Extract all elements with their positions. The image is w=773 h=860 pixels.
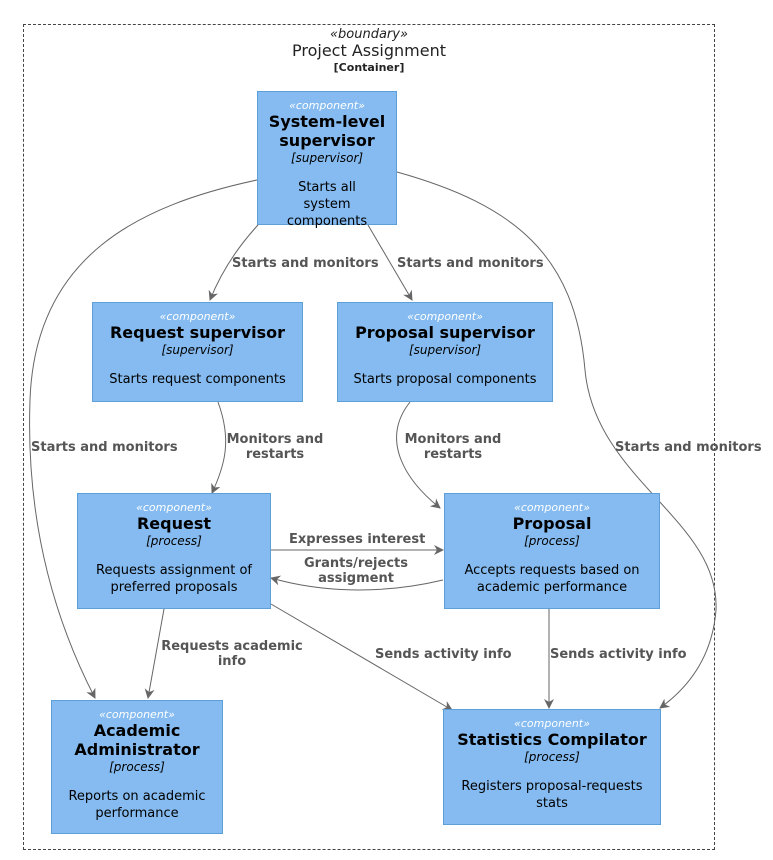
component-type: [process]: [524, 534, 580, 548]
edge-sys-to-stats: [396, 171, 717, 709]
component-name: Proposal: [512, 514, 592, 533]
label-request-to-stats: Sends activity info: [375, 647, 512, 662]
label-request-to-admin: Requests academic info: [161, 639, 303, 669]
component-description: Registers proposal-requests stats: [461, 779, 643, 811]
label-sys-to-stats: Starts and monitors: [615, 440, 762, 455]
component-name: Request: [136, 514, 212, 533]
component-name: Statistics Compilator: [457, 730, 647, 749]
edge-request-to-stats: [270, 603, 453, 711]
edge-sys-to-propsup: [367, 224, 413, 301]
edge-sys-to-admin: [29, 179, 258, 699]
label-request-to-proposal: Expresses interest: [289, 532, 426, 547]
edge-propsup-to-proposal: [396, 401, 441, 509]
label-proposal-to-request: Grants/rejects assigment: [304, 556, 408, 586]
component-description: Starts all system components: [286, 180, 368, 229]
boundary-title: Project Assignment: [291, 41, 447, 60]
component-system-level-supervisor: «component» System-level supervisor [sup…: [257, 91, 397, 229]
component-description: Starts proposal components: [353, 372, 537, 387]
component-type: [supervisor]: [408, 343, 482, 357]
component-description: Accepts requests based on academic perfo…: [464, 563, 640, 595]
component-type: [supervisor]: [161, 343, 234, 357]
label-sys-to-propsup: Starts and monitors: [397, 256, 544, 271]
component-name: System-level supervisor: [268, 112, 386, 150]
component-type: [process]: [109, 760, 165, 774]
component-stereotype: «component»: [514, 717, 590, 730]
label-proposal-to-stats: Sends activity info: [550, 647, 687, 662]
edge-proposal-to-request: [270, 575, 444, 591]
label-sys-to-admin: Starts and monitors: [31, 440, 178, 455]
component-name: Request supervisor: [109, 323, 286, 342]
boundary-type: [Container]: [333, 61, 405, 74]
edge-request-to-admin: [144, 608, 165, 699]
label-propsup-to-proposal: Monitors and restarts: [404, 432, 502, 462]
component-name: Academic Administrator: [74, 721, 200, 759]
component-type: [process]: [146, 534, 202, 548]
boundary-stereotype: «boundary»: [330, 27, 408, 42]
component-description: Reports on academic performance: [68, 789, 206, 821]
component-stereotype: «component»: [289, 99, 365, 112]
label-reqsup-to-request: Monitors and restarts: [226, 432, 324, 462]
component-stereotype: «component»: [159, 310, 236, 323]
component-request-supervisor: «component» Request supervisor [supervis…: [92, 302, 303, 402]
label-sys-to-reqsup: Starts and monitors: [232, 256, 379, 271]
component-stereotype: «component»: [136, 501, 212, 514]
component-proposal: «component» Proposal [process] Accepts r…: [444, 493, 660, 609]
component-description: Starts request components: [109, 372, 286, 387]
component-stereotype: «component»: [514, 501, 590, 514]
component-request: «component» Request [process] Requests a…: [77, 493, 271, 609]
component-type: [process]: [524, 750, 580, 764]
component-statistics-compilator: «component» Statistics Compilator [proce…: [443, 709, 661, 825]
component-stereotype: «component»: [99, 708, 175, 721]
edge-sys-to-reqsup: [208, 224, 259, 301]
component-academic-administrator: «component» Academic Administrator [proc…: [51, 700, 223, 834]
component-proposal-supervisor: «component» Proposal supervisor [supervi…: [337, 302, 553, 402]
edge-reqsup-to-request: [211, 401, 227, 494]
boundary-project-assignment: [23, 24, 715, 850]
component-type: [supervisor]: [290, 151, 364, 165]
component-description: Requests assignment of preferred proposa…: [96, 563, 252, 595]
component-name: Proposal supervisor: [355, 323, 535, 342]
component-stereotype: «component»: [407, 310, 483, 323]
